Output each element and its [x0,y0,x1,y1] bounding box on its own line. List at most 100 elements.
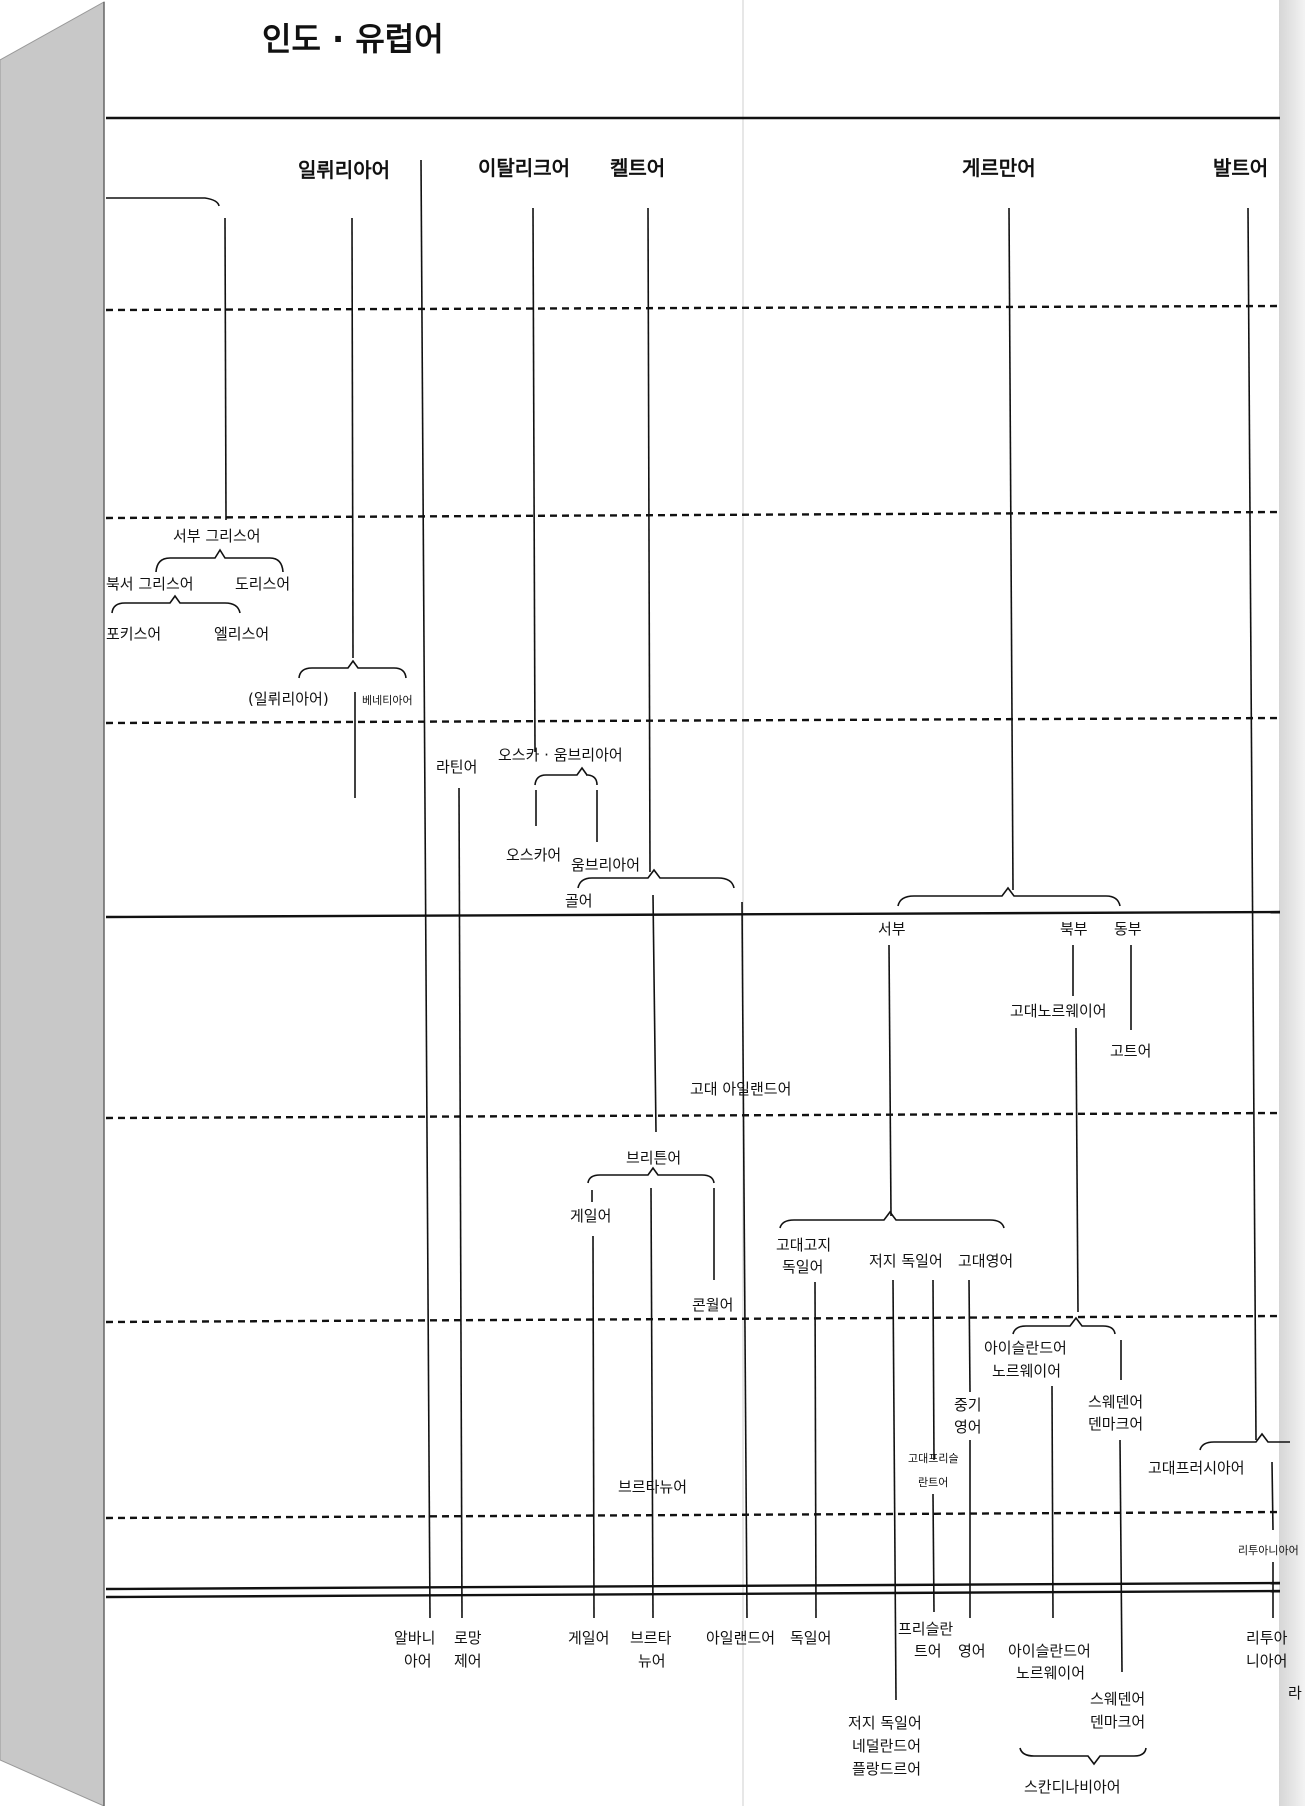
label-oscan: 오스카어 [506,846,561,864]
header-germanic: 게르만어 [962,156,1036,180]
label-flemish-modern: 플랑드르어 [852,1760,921,1778]
irish-line [741,901,748,1619]
old-norse-line [1075,1027,1079,1313]
label-gaelic-modern: 게일어 [568,1629,609,1647]
bracket-north-germanic [1012,1316,1116,1335]
brythonic-stem [652,894,657,1133]
bracket-brythonic [587,1166,715,1184]
period-line-3 [105,716,1281,725]
germanic-stem [1008,207,1014,891]
breton-line [650,1187,654,1619]
label-doric: 도리스어 [235,575,290,593]
label-lithuanian-modern-1: 리투아 [1246,1629,1288,1647]
german-line [814,1281,817,1619]
label-albanian-1: 알바니 [394,1629,435,1647]
label-gaulish: 골어 [565,892,593,910]
illyrian-stem [351,217,354,659]
bracket-west-greek [155,548,284,573]
label-ohg-1: 고대고지 [776,1236,831,1254]
label-old-norse: 고대노르웨이어 [1010,1002,1107,1020]
period-line-5 [105,1111,1281,1120]
label-west-germanic: 서부 [878,920,906,938]
label-ohg-2: 독일어 [782,1258,823,1276]
period-line-6 [105,1314,1281,1324]
lithuanian-stem [1271,1461,1274,1531]
label-swe-dan-modern-2: 덴마크어 [1090,1713,1145,1731]
label-old-frisian-1: 고대프리슬 [908,1452,959,1465]
label-german-modern: 독일어 [790,1629,831,1647]
label-albanian-2: 아어 [404,1652,432,1670]
label-phocian: 포키스어 [106,625,161,643]
label-osco-umbrian: 오스카 · 움브리아어 [498,746,623,764]
bracket-illyrian [298,659,407,679]
low-german-line [892,1279,897,1701]
label-middle-english-2: 영어 [954,1418,982,1436]
label-swe-dan-2: 덴마크어 [1088,1415,1143,1433]
old-english-line [968,1279,971,1393]
label-icel-norw-2: 노르웨이어 [992,1362,1061,1380]
gaelic-line [592,1235,595,1619]
period-line-1 [105,304,1281,312]
celtic-stem [647,207,651,873]
label-brythonic: 브리튼어 [626,1149,681,1167]
header-italic: 이탈리크어 [478,156,570,180]
italic-stem [532,207,536,753]
label-swe-dan-1: 스웨덴어 [1088,1393,1143,1411]
label-cornish: 콘월어 [692,1296,733,1314]
label-venetic: 베네티아어 [362,694,413,707]
period-line-7 [105,1510,1281,1520]
period-line-2 [105,510,1281,520]
label-breton-1: 브르타 [630,1629,672,1647]
label-north-germanic: 북부 [1060,920,1088,938]
label-latin: 라틴어 [436,758,477,776]
bracket-northwest-greek [111,594,241,614]
icel-norw-line [1051,1385,1054,1619]
modern-line-a [105,1581,1281,1591]
label-icel-norw-1: 아이슬란드어 [984,1339,1067,1357]
label-elean: 엘리스어 [214,625,269,643]
header-illyrian: 일뤼리아어 [298,158,390,182]
period-line-4 [105,910,1281,919]
label-gothic: 고트어 [1110,1042,1151,1060]
bracket-osco-umbrian [534,766,598,786]
label-irish-modern: 아일랜드어 [706,1629,775,1647]
page-edge-shadow [1279,0,1305,1806]
bracket-scandinavian [1019,1747,1147,1766]
frisian-stem [932,1279,935,1461]
label-dutch-modern: 네덜란드어 [852,1737,921,1755]
label-frisian-1: 프리슬란 [898,1620,953,1638]
frisian-line [932,1493,935,1613]
latin-line [458,787,463,1619]
bracket-baltic [1199,1432,1290,1451]
header-celtic: 켈트어 [610,156,665,180]
bracket-west-germanic [779,1210,1005,1229]
label-old-irish: 고대 아일랜드어 [690,1080,791,1098]
book-spine-edge [0,1,105,1806]
label-old-prussian: 고대프러시아어 [1148,1459,1245,1477]
label-old-english: 고대영어 [958,1252,1013,1270]
header-baltic: 발트어 [1213,156,1268,180]
modern-line-b [105,1589,1281,1599]
label-umbrian: 움브리아어 [571,856,640,874]
label-breton-2: 뉴어 [638,1652,666,1670]
label-east-germanic: 동부 [1114,920,1142,938]
label-illyrian-paren: (일뤼리아어) [248,690,329,708]
label-old-frisian-2: 란트어 [918,1476,948,1489]
bracket-germanic [897,886,1121,907]
label-icel-norw-modern-2: 노르웨이어 [1016,1664,1085,1682]
label-frisian-2: 트어 [914,1642,942,1660]
swe-dan-line [1119,1439,1123,1673]
baltic-stem [1247,207,1257,1441]
label-icel-norw-modern-1: 아이슬란드어 [1008,1642,1091,1660]
greek-branch-top [106,197,220,207]
label-romance-1: 로망 [454,1629,482,1647]
label-lithuanian-modern-2: 니아어 [1246,1652,1287,1670]
west-stem [888,944,892,1217]
label-low-german-mid: 저지 독일어 [869,1252,943,1270]
label-gaelic-mid: 게일어 [570,1207,611,1225]
bracket-celtic [577,868,735,889]
label-swe-dan-modern-1: 스웨덴어 [1090,1690,1145,1708]
label-northwest-greek: 북서 그리스어 [106,575,194,593]
label-english-modern: 영어 [958,1642,986,1660]
